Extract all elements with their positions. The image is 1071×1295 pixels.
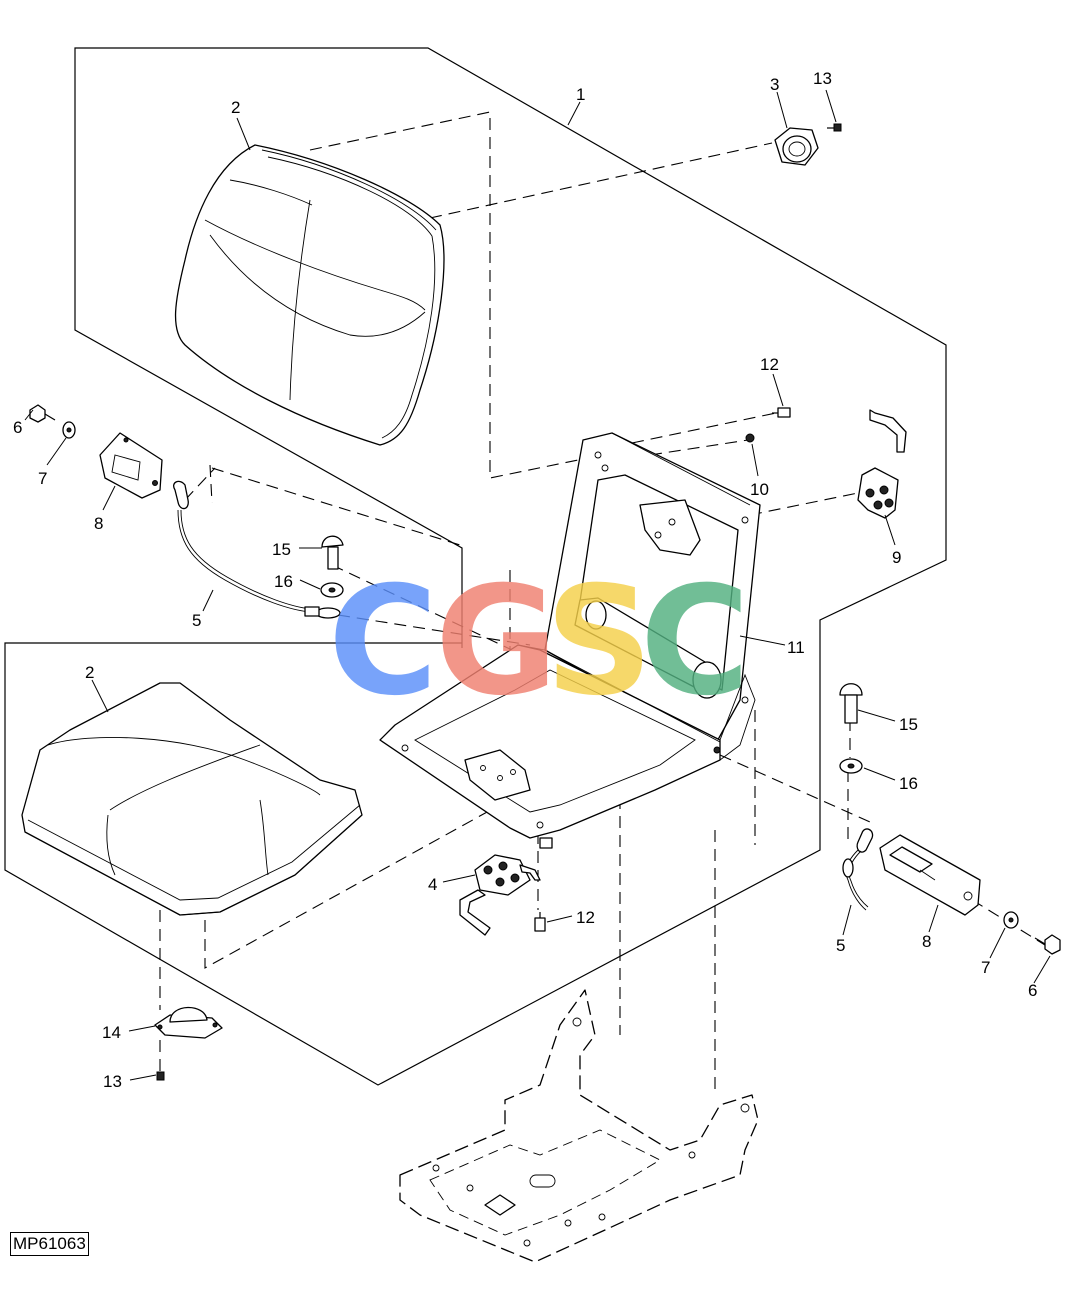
seat-base-plate: [399, 989, 759, 1263]
watermark: C G S C: [328, 555, 750, 729]
seat-pan-frame: [379, 644, 756, 849]
callout-latch-right: 9: [892, 548, 901, 567]
callout-labels: 2 1 3 13 12 10 9 11 6 7 8 5 15 16 2 4 12…: [13, 69, 1037, 1091]
bolt-left: [29, 404, 56, 423]
seat-knob: [154, 1006, 223, 1039]
callout-screw-backrest-frame: 12: [760, 355, 779, 374]
seat-cushion: [21, 682, 363, 916]
callout-bolt-right: 6: [1028, 981, 1037, 1000]
callout-carriage-bolt-right: 15: [899, 715, 918, 734]
washer-right: [1003, 911, 1019, 929]
carriage-bolt-right: [839, 683, 863, 724]
watermark-letter-c1: C: [328, 555, 438, 729]
callout-cable-left: 5: [192, 611, 201, 630]
callout-washer-right: 7: [981, 958, 990, 977]
bracket-left: [99, 432, 163, 499]
cable-left: [173, 480, 341, 619]
spacer-right: [839, 758, 863, 774]
callout-leaders: [24, 89, 1051, 1081]
callout-seat-frame: 11: [787, 638, 805, 657]
callout-spacer-right: 16: [899, 774, 918, 793]
callout-seat-cushion: 2: [85, 663, 94, 682]
watermark-letter-s: S: [545, 555, 653, 729]
latch-right: [857, 409, 907, 519]
backrest-cushion: [174, 144, 445, 446]
callout-nut-backrest-frame: 10: [750, 480, 769, 499]
callout-washer-left: 7: [38, 469, 47, 488]
callout-bolt-left: 6: [13, 418, 22, 437]
backrest-frame: [544, 432, 761, 746]
bracket-right: [879, 834, 981, 916]
latch-bottom: [459, 854, 541, 936]
washer-left: [62, 421, 76, 439]
backrest-group-outline: [4, 47, 947, 1086]
seat-knob-screw: [156, 1071, 165, 1081]
callout-bracket-left: 8: [94, 514, 103, 533]
callout-knob-backrest: 3: [770, 75, 779, 94]
backrest-screw: [772, 407, 791, 418]
watermark-letter-c2: C: [640, 555, 750, 729]
callout-knob-seat: 14: [102, 1023, 121, 1042]
callout-carriage-bolt-left: 15: [272, 540, 291, 559]
watermark-letter-g: G: [435, 555, 558, 729]
carriage-bolt-left: [321, 535, 344, 570]
callout-cable-right: 5: [836, 936, 845, 955]
callout-backrest-cushion: 2: [231, 98, 240, 117]
backrest-knob: [774, 127, 819, 166]
callout-latch-bottom: 4: [428, 875, 437, 894]
callout-screw-knob-backrest: 13: [813, 69, 832, 88]
callout-spacer-left: 16: [274, 572, 293, 591]
bottom-screw: [534, 912, 546, 932]
knob-screw-top: [827, 123, 842, 132]
spacer-left: [320, 582, 344, 598]
callout-backrest-frame-assembly: 1: [576, 85, 585, 104]
bolt-right: [1034, 934, 1061, 955]
callout-screw-knob-seat: 13: [103, 1072, 122, 1091]
callout-bracket-right: 8: [922, 932, 931, 951]
callout-screw-bottom: 12: [576, 908, 595, 927]
cable-right: [842, 828, 874, 911]
backrest-nut: [745, 433, 755, 443]
figure-label: MP61063: [10, 1232, 89, 1256]
